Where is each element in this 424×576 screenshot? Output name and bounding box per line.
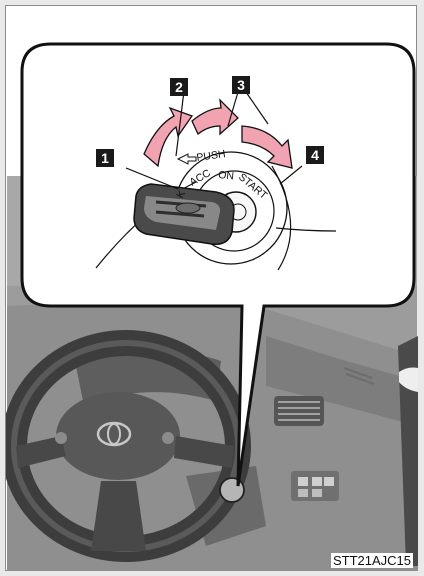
callout-2: 2 — [170, 78, 188, 96]
image-code: STT21AJC15 — [331, 553, 413, 568]
callout-3: 3 — [232, 76, 250, 94]
car-interior-photo: PUSH K ACC ON START — [6, 6, 418, 572]
label-on: ON — [218, 169, 235, 182]
figure-frame: PUSH K ACC ON START 1 2 3 4 STT21AJC15 — [5, 5, 417, 571]
callout-1: 1 — [96, 149, 114, 167]
callout-4: 4 — [306, 146, 324, 164]
